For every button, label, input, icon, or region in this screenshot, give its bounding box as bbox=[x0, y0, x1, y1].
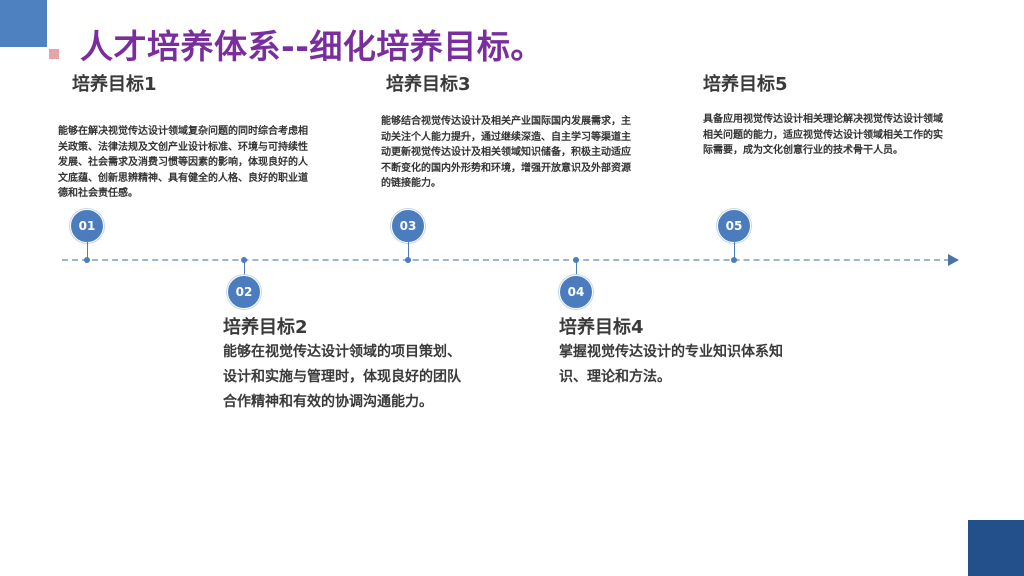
goal-3-number-badge: 03 bbox=[391, 209, 425, 243]
goal-3-timeline-dot bbox=[405, 257, 411, 263]
goal-1-heading: 培养目标1 bbox=[72, 74, 157, 95]
goal-4-description: 掌握视觉传达设计的专业知识体系知识、理论和方法。 bbox=[559, 344, 783, 385]
goal-2-number-badge: 02 bbox=[227, 275, 261, 309]
goal-3-connector bbox=[408, 242, 409, 258]
goal-5-description: 具备应用视觉传达设计相关理论解决视觉传达设计领域相关问题的能力，适应视觉传达设计… bbox=[703, 114, 943, 156]
corner-square-top-left bbox=[0, 0, 47, 47]
goal-2-heading: 培养目标2 bbox=[223, 317, 308, 338]
goal-5-timeline-dot bbox=[731, 257, 737, 263]
goal-4-connector bbox=[576, 262, 577, 276]
goal-5-number-badge: 05 bbox=[717, 209, 751, 243]
goal-4-timeline-dot bbox=[573, 257, 579, 263]
goal-3-description: 能够结合视觉传达设计及相关产业国际国内发展需求，主动关注个人能力提升，通过继续深… bbox=[381, 116, 631, 189]
timeline-line bbox=[62, 259, 950, 261]
goal-5-heading: 培养目标5 bbox=[703, 74, 788, 95]
corner-square-bottom-right bbox=[968, 520, 1024, 576]
goal-2-description: 能够在视觉传达设计领域的项目策划、设计和实施与管理时，体现良好的团队合作精神和有… bbox=[223, 344, 461, 410]
goal-2-connector bbox=[244, 262, 245, 276]
page-title: 人才培养体系--细化培养目标。 bbox=[80, 27, 544, 66]
goal-5-connector bbox=[734, 242, 735, 258]
goal-4-heading: 培养目标4 bbox=[559, 317, 644, 338]
goal-1-number-badge: 01 bbox=[70, 209, 104, 243]
goal-1-description: 能够在解决视觉传达设计领域复杂问题的同时综合考虑相关政策、法律法规及文创产业设计… bbox=[58, 126, 308, 199]
goal-1-connector bbox=[87, 242, 88, 258]
accent-square-pink bbox=[49, 49, 59, 59]
timeline-arrow-icon bbox=[948, 254, 959, 266]
goal-2-timeline-dot bbox=[241, 257, 247, 263]
goal-4-number-badge: 04 bbox=[559, 275, 593, 309]
goal-1-timeline-dot bbox=[84, 257, 90, 263]
goal-3-heading: 培养目标3 bbox=[386, 74, 471, 95]
